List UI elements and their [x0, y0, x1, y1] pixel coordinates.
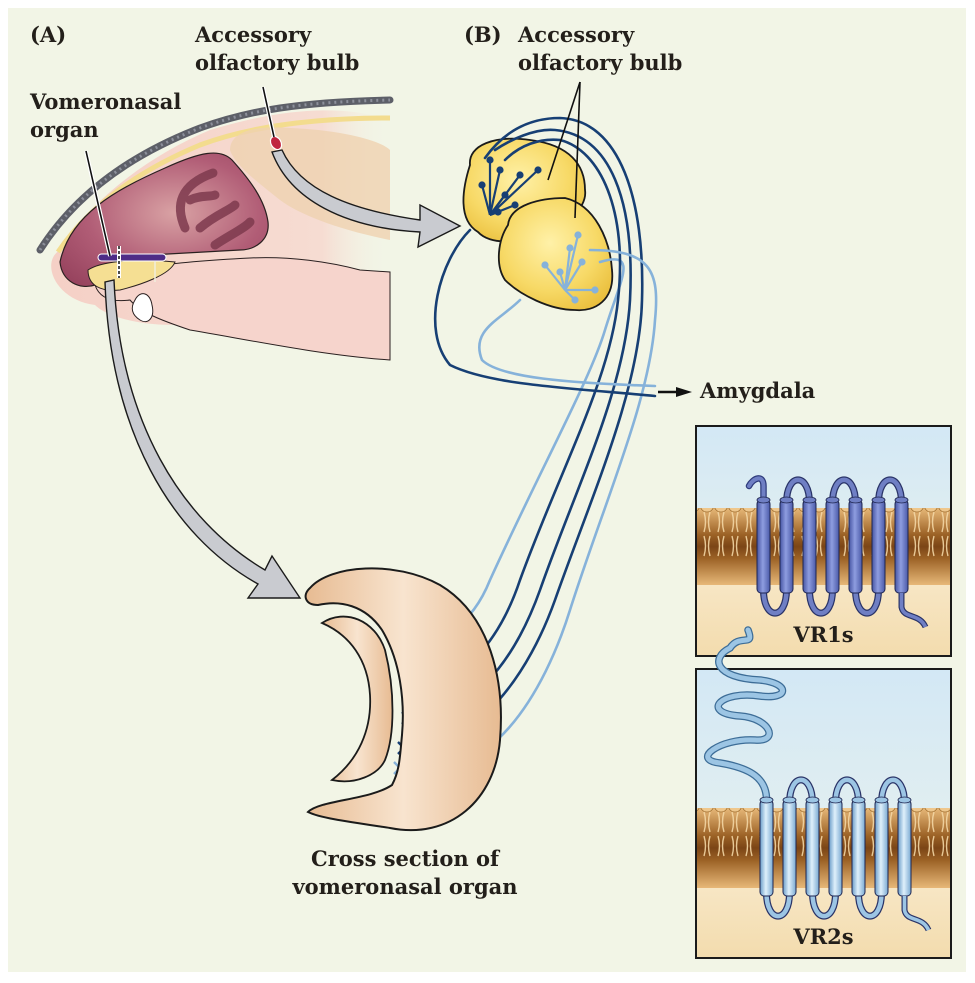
label-cross-section-line1: Cross section of: [310, 846, 499, 871]
dendrite-branch: [489, 169, 539, 216]
label-vr2s: VR2s: [793, 924, 854, 949]
dendrite-branch: [488, 169, 502, 216]
panel-a-tag: (A): [30, 22, 67, 47]
head-sagittal-section: [36, 96, 394, 361]
transmembrane-helix: [802, 499, 817, 594]
dendrite-branch: [564, 261, 583, 291]
glomerulus-dot: [534, 166, 542, 174]
axon-fibers: [393, 116, 658, 775]
leader-line-bulb-2: [574, 81, 581, 219]
transmembrane-helix: [779, 499, 794, 594]
transmembrane-helix: [805, 799, 820, 897]
vno-outer-crescent: [304, 567, 502, 832]
leader-line-accessory-bulb: [262, 86, 275, 138]
panel-b-tag: (B): [464, 22, 502, 47]
glomerulus-dot: [511, 201, 519, 209]
dendrite-branch: [489, 174, 521, 216]
amygdala-arrow-icon: [676, 387, 692, 397]
vr2s-receptor-protein: [703, 626, 932, 932]
lower-jaw: [94, 257, 391, 361]
transmembrane-helix: [851, 799, 866, 897]
transmembrane-helix: [828, 799, 843, 897]
glomerulus-dot: [574, 231, 582, 239]
glomerulus-dot: [516, 171, 524, 179]
glomerulus-dot: [566, 244, 574, 252]
label-accessory-bulb-a-line1: Accessory: [195, 22, 312, 47]
label-accessory-bulb-a-line2: olfactory bulb: [195, 50, 360, 75]
dendrite-branch: [563, 247, 572, 291]
dendrite-branch: [489, 203, 516, 217]
glomerulus-dot: [578, 258, 586, 266]
glomerulus-dot: [591, 286, 599, 294]
glomerulus-dot: [556, 268, 564, 276]
bulb-posterior-lobe: [498, 197, 614, 312]
transmembrane-helix: [759, 799, 774, 897]
axon-fiber: [406, 128, 632, 720]
label-cross-section-line2: vomeronasal organ: [292, 874, 518, 899]
dendrite-branch: [480, 184, 492, 216]
transmembrane-helix: [825, 499, 840, 594]
transmembrane-helix: [848, 499, 863, 594]
label-accessory-bulb-b-line1: Accessory: [518, 22, 635, 47]
label-vno-line2: organ: [30, 117, 99, 142]
vomeronasal-organ-marker: [97, 253, 167, 262]
incisor: [131, 293, 154, 323]
axon-fiber: [433, 228, 657, 398]
transmembrane-helix: [871, 499, 886, 594]
transmembrane-helix: [756, 499, 771, 594]
label-amygdala: Amygdala: [700, 378, 816, 403]
accessory-olfactory-bulb: [462, 137, 614, 312]
glomerulus-dot: [571, 296, 579, 304]
transmembrane-helix: [874, 799, 889, 897]
glomerulus-dot: [496, 166, 504, 174]
label-vno-line1: Vomeronasal: [30, 89, 182, 114]
vno-inner-crescent: [320, 615, 394, 783]
arrow-to-cross-section: [104, 279, 302, 599]
turbinates: [175, 168, 255, 250]
axon-fiber: [478, 298, 657, 388]
label-vr1s: VR1s: [793, 622, 854, 647]
vr2s-panel: [695, 626, 952, 959]
vr1s-receptor-protein: [745, 475, 929, 629]
glomerulus-dot: [541, 261, 549, 269]
transmembrane-helix: [782, 799, 797, 897]
fur: [38, 98, 391, 251]
axon-fiber: [406, 138, 622, 692]
glomerulus-dot: [486, 156, 494, 164]
arrow-to-bulb-detail: [271, 149, 462, 249]
dendrite-branch: [544, 264, 566, 291]
leader-line-bulb-1: [547, 81, 581, 181]
glomerulus-dot: [478, 181, 486, 189]
label-accessory-bulb-b-line2: olfactory bulb: [518, 50, 683, 75]
transmembrane-helix: [894, 499, 909, 594]
vno-cross-section: [304, 567, 502, 832]
axon-fiber: [402, 116, 644, 750]
leader-line-vno: [85, 150, 111, 257]
transmembrane-helix: [897, 799, 912, 897]
